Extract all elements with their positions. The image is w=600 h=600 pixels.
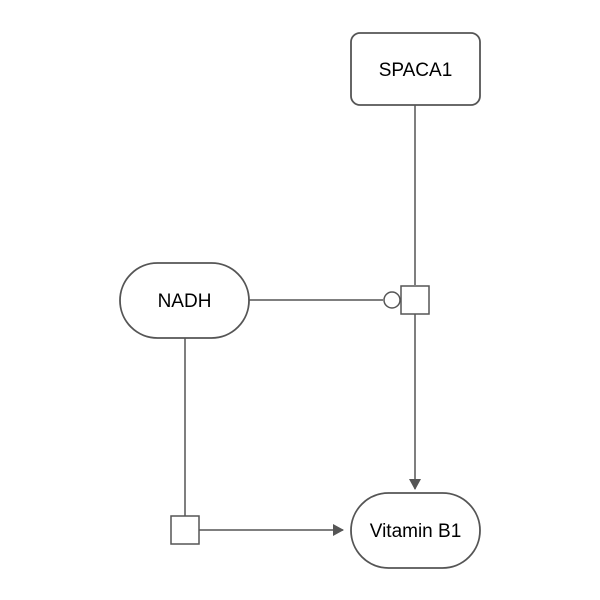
process-node-1[interactable] <box>400 285 430 315</box>
node-nadh-shape <box>119 262 250 339</box>
node-spaca1[interactable]: SPACA1 <box>350 32 481 106</box>
process-node-2[interactable] <box>170 515 200 545</box>
node-vitamin-b1-label: Vitamin B1 <box>370 521 462 542</box>
catalysis-circle-marker <box>383 291 401 309</box>
edges <box>184 105 421 536</box>
node-nadh-label: NADH <box>158 291 212 312</box>
node-vitamin-b1[interactable]: Vitamin B1 <box>350 492 481 569</box>
node-vitamin-b1-shape <box>350 492 481 569</box>
node-spaca1-shape <box>350 32 481 106</box>
node-spaca1-label: SPACA1 <box>379 60 453 81</box>
node-nadh[interactable]: NADH <box>119 262 250 339</box>
processes <box>170 285 430 545</box>
